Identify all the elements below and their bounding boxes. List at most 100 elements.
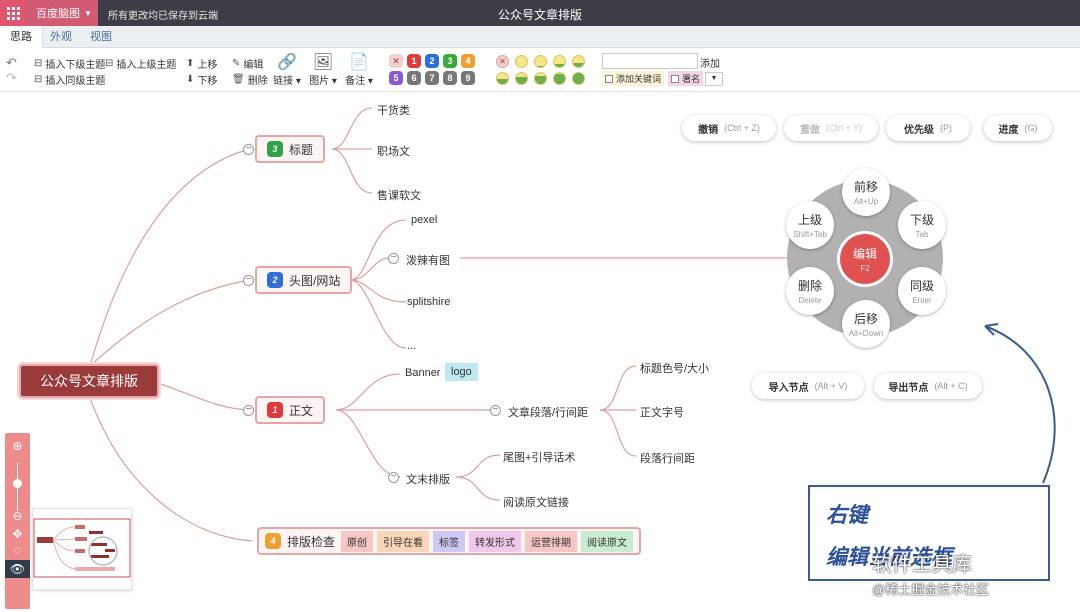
tab-view[interactable]: 视图 [90,31,112,43]
topic-line-spacing[interactable]: 段落行间距 [640,453,695,465]
tag-read-original[interactable]: 阅读原文 [581,530,634,552]
topic-body[interactable]: 1 正文 [255,396,326,424]
topic-header-image[interactable]: 2 头图/网站 [255,266,353,294]
topic-layout-check[interactable]: 4 排版检查 原创 引导在看 标签 转发形式 运营排期 阅读原文 [257,527,642,555]
progress-2-button[interactable] [553,55,566,68]
checkbox-icon [605,74,613,83]
progress-0-button[interactable] [515,55,528,68]
collapse-toggle[interactable]: − [388,472,399,483]
topic-ending[interactable]: 文末排版 [406,474,450,486]
priority-9-button[interactable]: 9 [461,71,475,85]
progress-shortcut-button[interactable]: 进度(G) [984,115,1052,141]
topic-pexel[interactable]: pexel [411,214,438,226]
priority-4-button[interactable]: 4 [461,54,475,68]
tab-appearance[interactable]: 外观 [50,31,72,43]
progress-1-button[interactable] [534,55,547,68]
collapse-toggle[interactable]: − [243,275,254,286]
topic-more[interactable]: ... [407,340,417,352]
progress-3-button[interactable] [572,55,585,68]
image-button[interactable]: 🖼图片 ▾ [306,54,340,87]
topic-body-fontsize[interactable]: 正文字号 [640,407,684,419]
insert-parent-button[interactable]: ⊟插入上级主题 [105,58,177,71]
fit-view-icon[interactable]: ◌ [13,543,22,557]
tag-guide-look[interactable]: 引导在看 [377,530,430,552]
progress-8-button[interactable] [572,72,585,85]
undo-icon[interactable]: ↶ [6,55,17,70]
priority-7-button[interactable]: 7 [425,71,439,85]
edit-button[interactable]: ✎编辑 [232,58,264,71]
signature-checkbox[interactable]: 署名 [668,71,704,86]
topic-ending-image[interactable]: 尾图+引导话术 [503,452,576,464]
insert-sibling-icon: ⊟ [34,74,43,85]
export-node-button[interactable]: 导出节点(Alt + C) [874,373,982,399]
priority-1-button[interactable]: 1 [407,54,421,68]
insert-sibling-button[interactable]: ⊟插入同级主题 [34,74,106,87]
tag-ops-schedule[interactable]: 运营排期 [525,530,578,552]
menu-tabs: 思路 外观 视图 [0,26,1080,48]
progress-4-button[interactable] [496,72,509,85]
tag-label[interactable]: 标签 [433,530,466,552]
topic-splitshire[interactable]: splitshire [407,296,451,308]
note-icon: 📄 [349,54,369,71]
redo-shortcut-button[interactable]: 重做(Ctrl + Y) [784,115,878,141]
move-up-button[interactable]: ⬆上移 [186,58,218,71]
keyword-add-button[interactable]: 添加 [700,59,720,70]
progress-5-button[interactable] [515,72,528,85]
redo-icon[interactable]: ↷ [6,70,17,85]
note-button[interactable]: 📄备注 ▾ [342,54,376,87]
progress-7-button[interactable] [553,72,566,85]
topic-banner[interactable]: Banner [405,367,441,379]
topic-workplace[interactable]: 职场文 [377,146,410,158]
remove-priority-button[interactable]: ✕ [389,54,403,68]
tag-original[interactable]: 原创 [341,530,374,552]
priority-2-button[interactable]: 2 [425,54,439,68]
collapse-toggle[interactable]: − [243,144,254,155]
progress-6-button[interactable] [534,72,547,85]
import-node-button[interactable]: 导入节点(Alt + V) [752,373,864,399]
collapse-toggle[interactable]: − [490,405,501,416]
minimap[interactable] [32,508,132,590]
keyword-dropdown-button[interactable]: ▼ [705,72,723,86]
undo-shortcut-button[interactable]: 撤销(Ctrl + Z) [682,115,776,141]
move-icon[interactable]: ✥ [12,527,23,541]
priority-shortcut-button[interactable]: 优先级(P) [886,115,970,141]
tab-idea[interactable]: 思路 [0,26,43,48]
insert-child-button[interactable]: ⊟插入下级主题 [34,58,106,71]
priority-8-button[interactable]: 8 [443,71,457,85]
topic-title[interactable]: 3 标题 [255,135,326,163]
topic-dry-goods[interactable]: 干货类 [377,105,410,117]
topic-paragraph[interactable]: 文章段落/行间距 [508,407,589,419]
grid-icon [6,6,20,20]
topic-read-more-link[interactable]: 阅读原文链接 [503,497,569,509]
collapse-toggle[interactable]: − [243,405,254,416]
topic-heading-color[interactable]: 标题色号/大小 [640,363,710,375]
root-topic[interactable]: 公众号文章排版 [19,364,159,398]
delete-button[interactable]: 🗑删除 [232,74,268,87]
priority-5-button[interactable]: 5 [389,71,403,85]
priority-3-button[interactable]: 3 [443,54,457,68]
zoom-slider-handle[interactable] [13,479,22,488]
add-keyword-checkbox[interactable]: 添加关键词 [602,71,665,86]
brand-menu[interactable]: 百度脑图 ▼ [26,0,98,26]
link-button[interactable]: 🔗链接 ▾ [270,54,304,87]
logo-tag[interactable]: logo [445,363,478,381]
eye-icon[interactable]: 👁 [5,560,30,578]
tag-share-format[interactable]: 转发形式 [469,530,522,552]
zoom-in-icon[interactable]: ⊕ [12,439,23,453]
keyword-input[interactable] [602,53,698,69]
topic-course-copy[interactable]: 售课软文 [377,190,421,202]
priority-6-button[interactable]: 6 [407,71,421,85]
topic-polayoutu[interactable]: 泼辣有图 [406,255,450,267]
collapse-toggle[interactable]: − [388,253,399,264]
zoom-out-icon[interactable]: ⊖ [12,509,23,523]
apps-grid-button[interactable] [0,0,26,26]
remove-progress-button[interactable]: ✕ [496,55,509,68]
move-down-button[interactable]: ⬇下移 [186,74,218,87]
